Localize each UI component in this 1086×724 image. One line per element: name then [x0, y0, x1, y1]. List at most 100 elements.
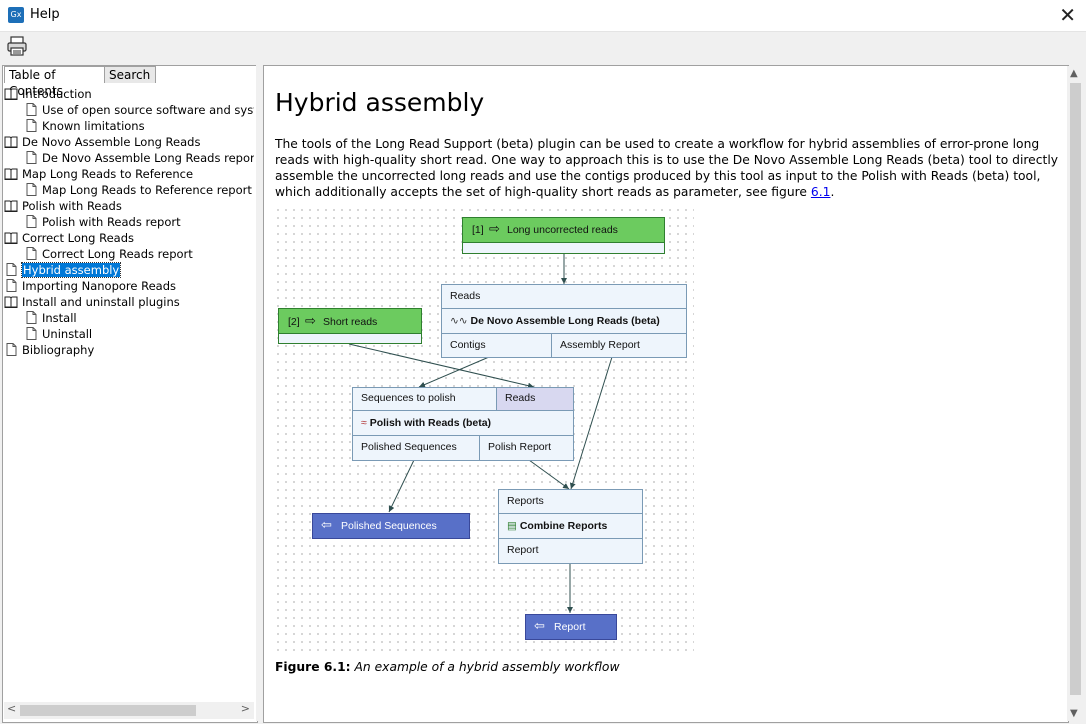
workflow-input-short-reads[interactable]: [2] ⇨ Short reads	[278, 308, 422, 344]
input-label: Short reads	[323, 316, 378, 328]
arrow-left-icon: ⇦	[321, 517, 332, 532]
connector	[388, 459, 415, 513]
book-icon	[4, 199, 18, 213]
page-icon	[4, 343, 18, 356]
figure-caption: Figure 6.1: An example of a hybrid assem…	[275, 660, 620, 674]
book-icon	[4, 231, 18, 245]
toc-item-label: De Novo Assemble Long Reads report	[42, 151, 254, 165]
workflow-tool-polish[interactable]: Sequences to polish Reads ≈ Polish with …	[352, 387, 574, 461]
connector	[348, 343, 535, 389]
intro-paragraph: The tools of the Long Read Support (beta…	[275, 136, 1060, 200]
toc-pane	[2, 65, 258, 723]
page-icon	[24, 311, 38, 324]
page-icon	[24, 327, 38, 340]
page-title: Hybrid assembly	[275, 88, 485, 117]
clipboard-icon: ▤	[507, 520, 517, 532]
tool-name: Combine Reports	[519, 520, 608, 532]
tool-output-port[interactable]: Report	[507, 544, 539, 556]
toc-item[interactable]: Use of open source software and system r…	[24, 102, 254, 118]
page-icon	[24, 183, 38, 196]
tool-input-port[interactable]: Reports	[499, 490, 642, 514]
tab-table-of-contents[interactable]: Table of Contents	[4, 66, 108, 98]
tool-output-port[interactable]: Polish Report	[488, 441, 552, 453]
input-index: [2]	[288, 316, 300, 328]
scroll-up-icon[interactable]: ▲	[1070, 68, 1078, 79]
scroll-thumb[interactable]	[1070, 83, 1081, 695]
book-icon	[4, 135, 18, 149]
toc-item[interactable]: Install	[24, 310, 77, 326]
toc-item[interactable]: Polish with Reads	[4, 198, 122, 214]
page-icon	[4, 263, 18, 276]
toc-item[interactable]: Install and uninstall plugins	[4, 294, 180, 310]
toc-item[interactable]: Map Long Reads to Reference	[4, 166, 193, 182]
toc-item-label: Introduction	[22, 87, 92, 101]
vertical-scrollbar[interactable]: ▲ ▼	[1067, 66, 1084, 721]
workflow-output-polished-sequences[interactable]: ⇦ Polished Sequences	[312, 513, 470, 539]
tool-output-port[interactable]: Contigs	[442, 334, 552, 357]
toc-item[interactable]: Uninstall	[24, 326, 92, 342]
tab-search[interactable]: Search	[104, 66, 156, 83]
paragraph-text: The tools of the Long Read Support (beta…	[275, 137, 1059, 199]
toc-item[interactable]: Correct Long Reads report	[24, 246, 193, 262]
tool-input-port[interactable]: Reads	[442, 285, 686, 309]
toc-item-label: Install and uninstall plugins	[22, 295, 180, 309]
workflow-output-report[interactable]: ⇦ Report	[525, 614, 617, 640]
tool-output-port[interactable]: Assembly Report	[560, 339, 640, 351]
toc-item-label: Uninstall	[42, 327, 93, 341]
scroll-thumb[interactable]	[20, 705, 196, 716]
workflow-tool-combine-reports[interactable]: Reports ▤ Combine Reports Report	[498, 489, 643, 564]
scroll-left-icon[interactable]: <	[7, 702, 17, 715]
toc-item-label: Use of open source software and system r…	[42, 103, 254, 117]
tool-output-port[interactable]: Polished Sequences	[353, 436, 480, 460]
scroll-right-icon[interactable]: >	[240, 702, 250, 715]
tool-name: De Novo Assemble Long Reads (beta)	[470, 315, 660, 327]
figure-link[interactable]: 6.1	[810, 185, 831, 199]
arrow-left-icon: ⇦	[534, 618, 545, 633]
input-label: Long uncorrected reads	[507, 224, 618, 236]
tool-name: Polish with Reads (beta)	[369, 417, 492, 429]
toc-item[interactable]: Polish with Reads report	[24, 214, 181, 230]
page-icon	[24, 103, 38, 116]
tool-title: ▤ Combine Reports	[499, 514, 642, 539]
toc-item[interactable]: Importing Nanopore Reads	[4, 278, 176, 294]
output-label: Report	[554, 621, 586, 633]
connector	[569, 356, 613, 490]
book-icon	[4, 295, 18, 309]
workflow-tool-denovo[interactable]: Reads ∿∿ De Novo Assemble Long Reads (be…	[441, 284, 687, 358]
arrow-right-icon: ⇨	[305, 313, 316, 328]
close-icon[interactable]: ✕	[1059, 3, 1076, 27]
toc-item[interactable]: Map Long Reads to Reference report	[24, 182, 252, 198]
toc-item-label: Map Long Reads to Reference	[22, 167, 194, 181]
toc-item-label: Bibliography	[22, 343, 95, 357]
tool-title: ∿∿ De Novo Assemble Long Reads (beta)	[442, 309, 686, 334]
denovo-tool-icon: ∿∿	[450, 315, 468, 327]
toc-item-label: Correct Long Reads report	[42, 247, 193, 261]
workflow-input-long-reads[interactable]: [1] ⇨ Long uncorrected reads	[462, 217, 665, 254]
toolbar	[0, 31, 1086, 65]
toc-item[interactable]: Hybrid assembly	[4, 262, 122, 278]
horizontal-scrollbar[interactable]: < >	[4, 702, 254, 719]
caption-text: An example of a hybrid assembly workflow	[354, 660, 620, 674]
page-icon	[4, 279, 18, 292]
toc-item-label: Importing Nanopore Reads	[22, 279, 177, 293]
page-icon	[24, 215, 38, 228]
input-index: [1]	[472, 224, 484, 236]
tool-input-port[interactable]: Sequences to polish	[353, 388, 497, 411]
toc-item-label: De Novo Assemble Long Reads	[22, 135, 201, 149]
toc-item-label: Correct Long Reads	[22, 231, 135, 245]
toc-item[interactable]: Bibliography	[4, 342, 94, 358]
paragraph-end: .	[830, 185, 835, 199]
toc-item-label: Hybrid assembly	[20, 262, 122, 278]
toc-item[interactable]: Introduction	[4, 86, 92, 102]
title-bar: Gx Help ✕	[0, 0, 1086, 31]
tool-input-port[interactable]: Reads	[497, 388, 573, 411]
pane-splitter[interactable]	[256, 65, 262, 721]
tool-title: ≈ Polish with Reads (beta)	[353, 411, 573, 436]
toc-item[interactable]: De Novo Assemble Long Reads report	[24, 150, 254, 166]
toc-item[interactable]: Known limitations	[24, 118, 145, 134]
toc-item[interactable]: De Novo Assemble Long Reads	[4, 134, 200, 150]
scroll-down-icon[interactable]: ▼	[1070, 708, 1078, 719]
printer-icon[interactable]	[6, 35, 28, 57]
toc-item[interactable]: Correct Long Reads	[4, 230, 134, 246]
